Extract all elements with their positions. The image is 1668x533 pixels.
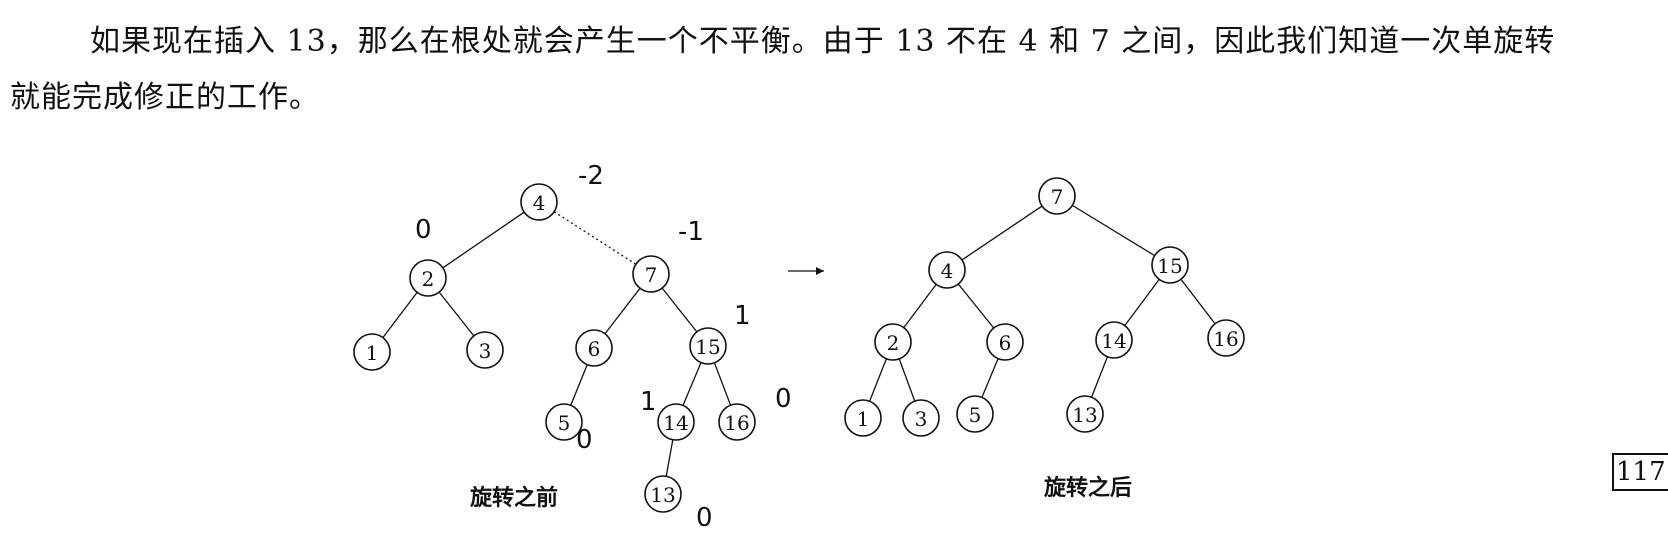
caption-before: 旋转之前 <box>470 485 558 511</box>
balance-annotation: -1 <box>678 217 704 247</box>
after-node-16: 16 <box>1207 319 1245 357</box>
before-edge-7-6 <box>604 287 641 335</box>
balance-annotation: 0 <box>576 425 593 455</box>
balance-annotation: 0 <box>696 503 713 533</box>
after-node-label-5: 5 <box>969 403 982 427</box>
before-node-6: 6 <box>575 329 613 367</box>
after-edge-2-1 <box>869 358 887 402</box>
before-node-13: 13 <box>644 475 682 513</box>
after-edge-15-14 <box>1124 279 1160 326</box>
before-node-14: 14 <box>657 403 695 441</box>
after-edge-6-5 <box>981 358 999 398</box>
before-node-4: 4 <box>520 183 558 221</box>
before-node-label-14: 14 <box>663 411 688 435</box>
after-node-6: 6 <box>986 323 1024 361</box>
after-edge-4-6 <box>957 283 995 329</box>
before-edge-4-2 <box>442 211 525 269</box>
before-node-label-13: 13 <box>650 483 675 507</box>
before-node-16: 16 <box>718 403 756 441</box>
before-node-label-2: 2 <box>422 267 435 291</box>
before-node-label-6: 6 <box>588 337 601 361</box>
page-number: 117 <box>1612 453 1668 491</box>
before-edge-15-14 <box>682 362 702 406</box>
before-node-1: 1 <box>353 333 391 371</box>
after-edge-15-16 <box>1180 278 1216 325</box>
before-edge-14-13 <box>665 439 674 477</box>
after-node-3: 3 <box>902 399 940 437</box>
caption-after: 旋转之后 <box>1044 475 1132 501</box>
after-node-label-3: 3 <box>915 407 928 431</box>
balance-annotation: 1 <box>734 301 751 331</box>
before-edge-2-3 <box>438 291 475 337</box>
after-edge-7-4 <box>961 205 1043 261</box>
body-paragraph: 如果现在插入 13，那么在根处就会产生一个不平衡。由于 13 不在 4 和 7 … <box>10 14 1570 126</box>
after-node-4: 4 <box>928 251 966 289</box>
before-node-label-3: 3 <box>479 339 492 363</box>
balance-annotation: -2 <box>578 161 604 191</box>
after-node-13: 13 <box>1066 395 1104 433</box>
before-edge-4-7 <box>553 211 637 265</box>
before-edge-7-15 <box>661 287 698 333</box>
before-node-7: 7 <box>632 255 670 293</box>
balance-annotation: 0 <box>775 384 792 414</box>
before-edge-6-5 <box>570 364 588 406</box>
before-node-label-4: 4 <box>533 191 546 215</box>
before-node-2: 2 <box>409 259 447 297</box>
after-node-label-1: 1 <box>857 407 870 431</box>
after-node-15: 15 <box>1151 246 1189 284</box>
after-edge-4-2 <box>903 284 937 328</box>
after-node-label-13: 13 <box>1072 403 1097 427</box>
after-node-7: 7 <box>1038 177 1076 215</box>
after-node-label-4: 4 <box>941 259 954 283</box>
after-edge-7-15 <box>1072 204 1155 257</box>
before-node-label-5: 5 <box>558 411 571 435</box>
after-node-label-6: 6 <box>999 331 1012 355</box>
before-node-label-1: 1 <box>366 341 379 365</box>
before-edge-2-1 <box>382 291 418 339</box>
after-node-14: 14 <box>1095 321 1133 359</box>
after-node-1: 1 <box>844 399 882 437</box>
after-node-2: 2 <box>874 323 912 361</box>
before-node-label-15: 15 <box>695 335 720 359</box>
after-node-label-15: 15 <box>1157 254 1182 278</box>
before-edge-15-16 <box>713 362 732 406</box>
paragraph-text: 如果现在插入 13，那么在根处就会产生一个不平衡。由于 13 不在 4 和 7 … <box>10 24 1556 115</box>
after-node-label-2: 2 <box>887 331 900 355</box>
after-edge-2-3 <box>898 358 916 402</box>
after-node-5: 5 <box>956 395 994 433</box>
before-node-15: 15 <box>689 327 727 365</box>
balance-annotation: 1 <box>640 387 657 417</box>
after-node-label-14: 14 <box>1101 329 1126 353</box>
after-node-label-7: 7 <box>1051 185 1064 209</box>
balance-annotation: 0 <box>415 215 432 245</box>
rotation-arrow-head <box>816 267 824 275</box>
after-node-label-16: 16 <box>1213 327 1238 351</box>
before-node-3: 3 <box>466 331 504 369</box>
before-node-5: 5 <box>545 403 583 441</box>
after-edge-14-13 <box>1090 356 1109 398</box>
before-node-label-7: 7 <box>645 263 658 287</box>
before-node-label-16: 16 <box>724 411 749 435</box>
